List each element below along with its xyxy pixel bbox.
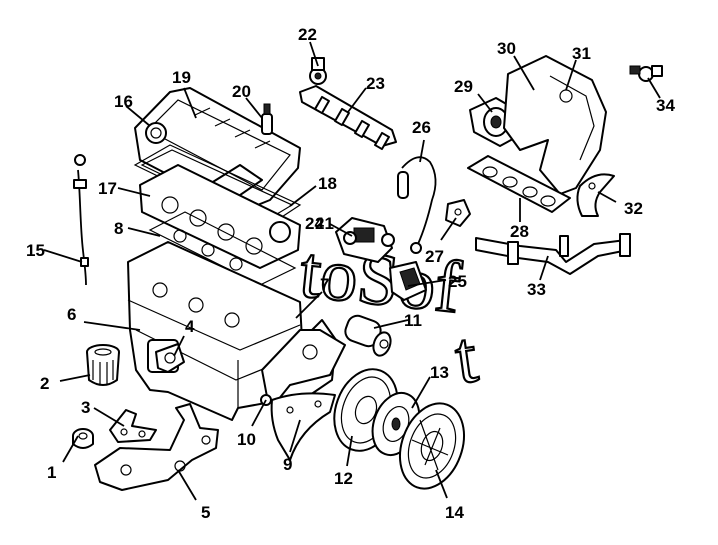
callout-13: 13: [430, 363, 449, 382]
callout-33: 33: [527, 280, 546, 299]
temperature-sensor: [261, 103, 273, 135]
callout-4: 4: [185, 317, 195, 336]
engine-subframe: [94, 403, 219, 491]
callout-18: 18: [318, 174, 337, 193]
coolant-pipe: [475, 233, 631, 275]
leader-lines: [43, 41, 661, 501]
callout-21: 21: [315, 214, 334, 233]
callout-23: 23: [366, 74, 385, 93]
manifold-gasket: [467, 155, 571, 213]
intake-manifold: [503, 55, 607, 195]
callout-12: 12: [334, 469, 353, 488]
callout-8: 8: [114, 219, 123, 238]
callout-28: 28: [510, 222, 529, 241]
callout-32: 32: [624, 199, 643, 218]
callout-7: 7: [320, 275, 329, 294]
oil-filter: [86, 344, 120, 386]
callout-labels: 1 2 3 4 5 6 7 8 9 10 11 12 13 14 15 16 1…: [26, 25, 675, 522]
callout-14: 14: [445, 503, 464, 522]
callout-22: 22: [298, 25, 317, 44]
callout-15: 15: [26, 241, 45, 260]
callout-24: 24: [305, 214, 324, 233]
ignition-module: [389, 261, 427, 301]
distributor: [335, 217, 395, 263]
callout-2: 2: [40, 374, 49, 393]
callout-31: 31: [572, 44, 591, 63]
fuel-rail: [299, 85, 397, 151]
callout-34: 34: [656, 96, 675, 115]
callout-19: 19: [172, 68, 191, 87]
callout-5: 5: [201, 503, 210, 522]
callout-26: 26: [412, 118, 431, 137]
heat-shield: [576, 173, 615, 217]
callout-30: 30: [497, 39, 516, 58]
callout-1: 1: [47, 463, 56, 482]
callout-25: 25: [448, 272, 467, 291]
callout-3: 3: [81, 398, 90, 417]
callout-10: 10: [237, 430, 256, 449]
callout-6: 6: [67, 305, 76, 324]
starter-motor: [344, 314, 392, 357]
callout-17: 17: [98, 179, 117, 198]
engine-mount-bushing: [72, 428, 94, 449]
callout-27: 27: [425, 247, 444, 266]
callout-11: 11: [404, 311, 422, 330]
mount-bracket: [109, 409, 157, 443]
sensor: [629, 65, 663, 82]
dipstick: [73, 154, 89, 286]
callout-29: 29: [454, 77, 473, 96]
callout-20: 20: [232, 82, 251, 101]
pressure-plate: [399, 402, 465, 490]
fuel-regulator: [309, 57, 327, 85]
connector: [445, 199, 471, 227]
callout-9: 9: [283, 455, 292, 474]
bell-housing-cover: [270, 392, 336, 461]
ignition-lead: [397, 156, 437, 254]
cylinder-head: [139, 164, 301, 269]
callout-16: 16: [114, 92, 133, 111]
watermark-line2: t: [450, 316, 482, 400]
